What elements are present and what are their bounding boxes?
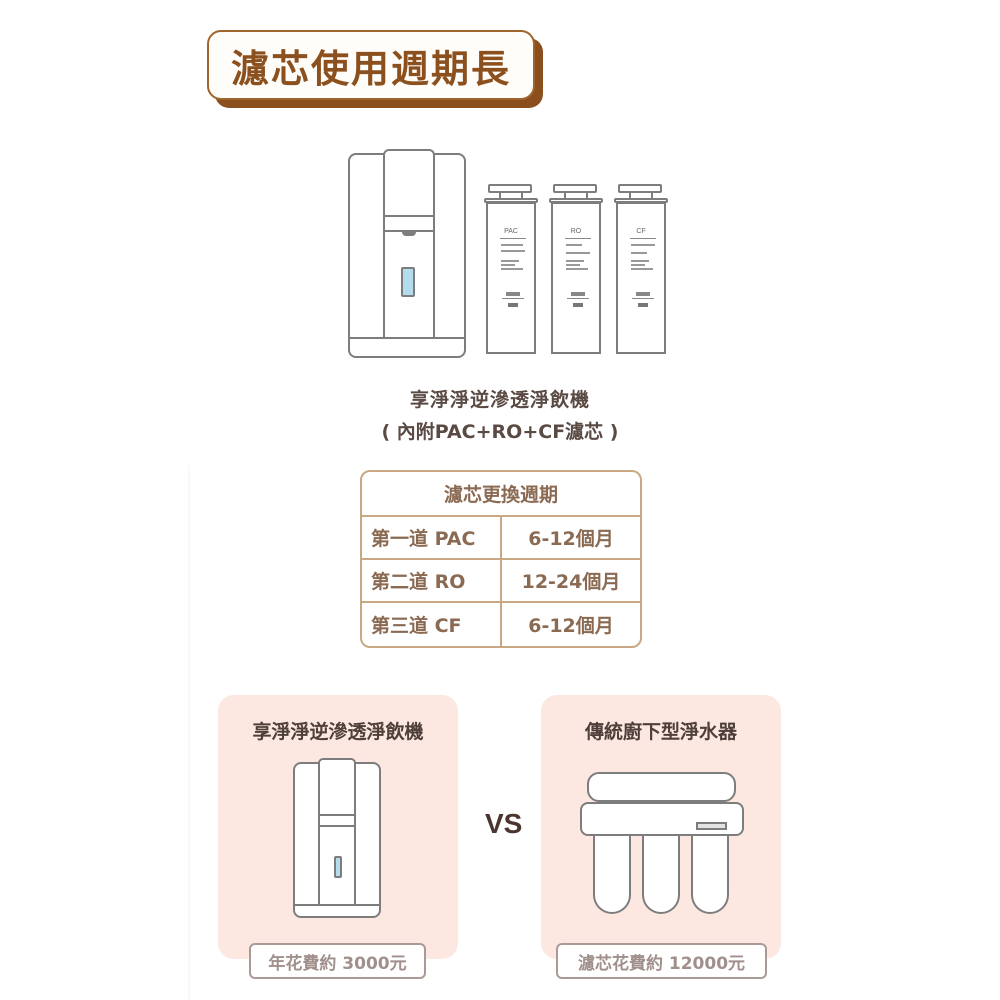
- cartridge-label: RO: [570, 228, 582, 235]
- annual-cost-badge: 年花費約 3000元: [249, 943, 426, 979]
- filter-cartridge-cf-icon: CF: [614, 184, 668, 356]
- stage-cell: 第二道 RO: [362, 560, 502, 601]
- filter-cartridge-pac-icon: PAC: [484, 184, 538, 356]
- title-badge: 濾芯使用週期長: [207, 30, 543, 108]
- filter-cartridge-ro-icon: RO: [549, 184, 603, 356]
- title-badge-box: 濾芯使用週期長: [207, 30, 535, 100]
- filter-cost-badge: 濾芯花費約 12000元: [556, 943, 767, 979]
- water-dispenser-icon: [348, 149, 466, 358]
- cartridge-label: PAC: [504, 228, 518, 235]
- period-cell: 6-12個月: [528, 615, 614, 637]
- under-sink-filter-icon: [580, 772, 744, 916]
- period-cell: 12-24個月: [521, 571, 621, 593]
- water-level-window-icon: [401, 267, 415, 297]
- card-title: 享淨淨逆滲透淨飲機: [252, 721, 424, 743]
- cartridge-label: CF: [636, 228, 646, 235]
- table-title: 濾芯更換週期: [362, 472, 640, 517]
- card-title: 傳統廚下型淨水器: [584, 721, 737, 743]
- stage-cell: 第一道 PAC: [362, 517, 502, 558]
- product-name: 享淨淨逆滲透淨飲機: [409, 389, 590, 411]
- water-level-window-icon: [334, 856, 342, 878]
- table-row: 第二道 RO 12-24個月: [362, 560, 640, 603]
- stage-cell: 第三道 CF: [362, 603, 502, 646]
- water-dispenser-icon: [293, 758, 381, 918]
- table-row: 第三道 CF 6-12個月: [362, 603, 640, 646]
- product-subtitle: ( 內附PAC+RO+CF濾芯 ): [381, 421, 619, 443]
- table-row: 第一道 PAC 6-12個月: [362, 517, 640, 560]
- page-title: 濾芯使用週期長: [230, 46, 511, 91]
- period-cell: 6-12個月: [528, 528, 614, 550]
- background-divider: [188, 465, 190, 1000]
- filter-cycle-table: 濾芯更換週期 第一道 PAC 6-12個月 第二道 RO 12-24個月 第三道…: [360, 470, 642, 648]
- vs-label: VS: [485, 808, 523, 839]
